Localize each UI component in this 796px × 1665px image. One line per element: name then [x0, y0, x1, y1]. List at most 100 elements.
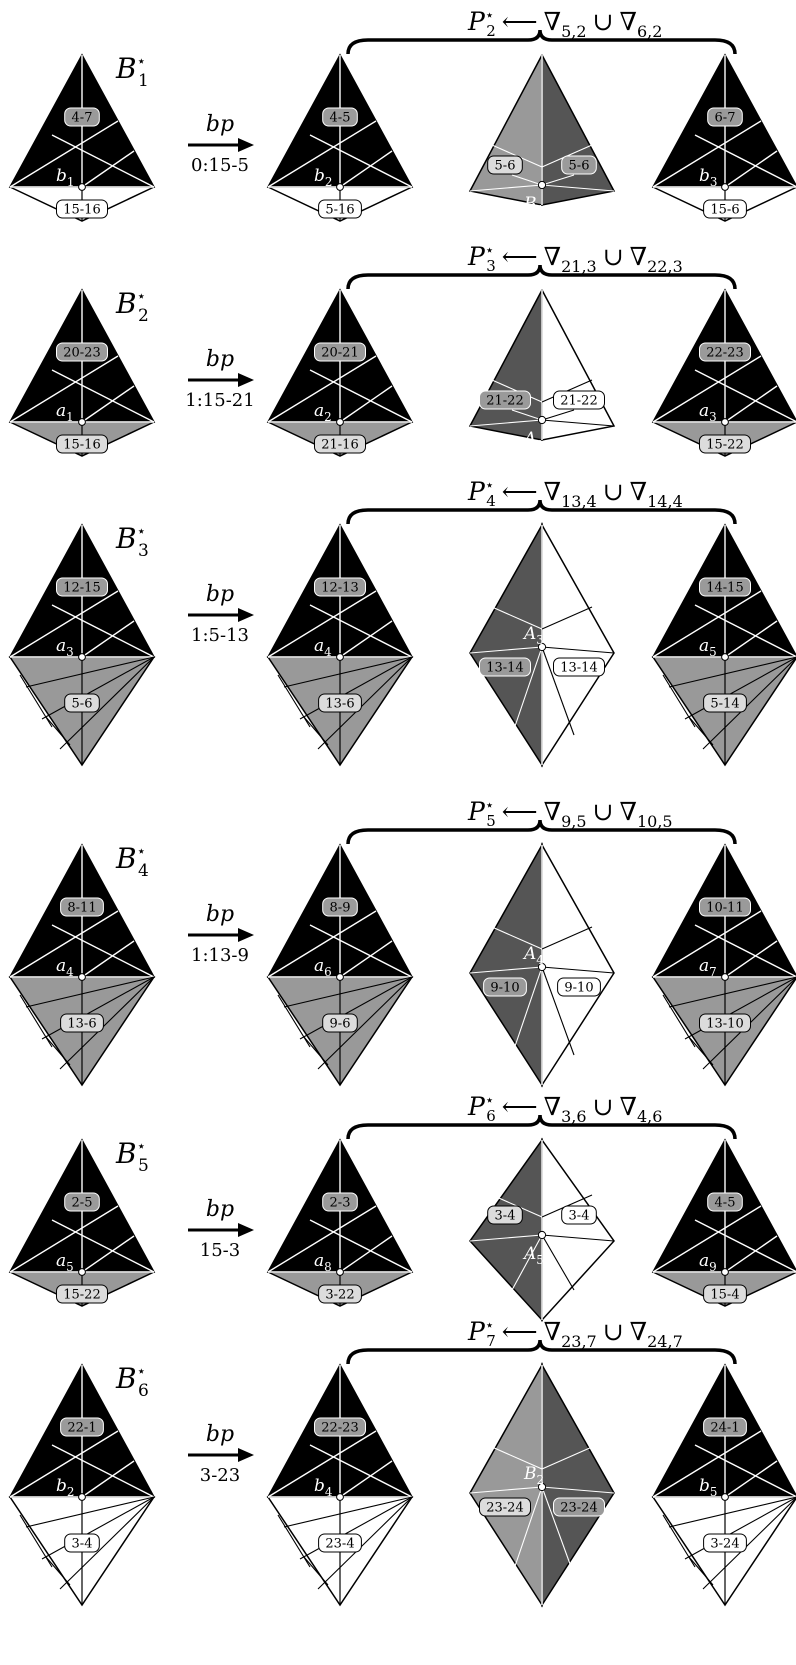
left-polytope-bottom-label-box — [56, 1284, 108, 1304]
bstar-label: B⋆6 — [115, 1362, 149, 1401]
middle-polytope-node-label-base: a — [314, 636, 324, 656]
left-polytope-upper-edge — [9, 1205, 119, 1273]
center-kite-node-label-base: B — [523, 1464, 537, 1484]
middle-polytope-node-label: a8 — [314, 1251, 332, 1274]
middle-polytope-node-label-base: a — [314, 956, 324, 976]
center-kite-node-label-base: A — [522, 429, 536, 449]
middle-polytope-node-label: b4 — [314, 1476, 332, 1499]
center-kite-right-edge — [541, 1446, 593, 1470]
middle-polytope: b24-55-16 — [266, 53, 414, 222]
row-header-text: P⋆2⟵∇5,2∪∇6,2 — [467, 6, 662, 41]
center-kite-node-label: A5 — [522, 1244, 544, 1267]
center-kite-left-edge — [469, 184, 543, 192]
left-polytope-fan-edge — [45, 716, 71, 746]
left-polytope-upper-edge — [9, 910, 119, 978]
middle-polytope-top-label-box — [314, 577, 366, 597]
left-polytope-top-label-text: 8-11 — [67, 901, 96, 916]
center-kite-left-half — [468, 289, 543, 441]
right-polytope-bottom-label-text: 15-22 — [706, 438, 743, 453]
left-polytope-upper-edge — [9, 120, 119, 188]
right-polytope-node-label-base: a — [699, 956, 709, 976]
center-kite-left-label-text: 13-14 — [486, 661, 523, 676]
center-kite-node-label-sub: 3 — [536, 633, 544, 647]
bp-arrow-top: bp — [206, 1422, 234, 1447]
center-kite-right-label-text: 3-4 — [569, 1209, 590, 1224]
row-header-text: P⋆3⟵∇21,3∪∇22,3 — [467, 241, 683, 276]
middle-polytope-top-label-box — [314, 1417, 366, 1437]
left-polytope-node-label-base: b — [56, 166, 67, 186]
center-kite-node-label-sub: 1 — [536, 438, 544, 452]
middle-polytope-top-label-text: 2-3 — [330, 1196, 351, 1211]
bstar-label: B⋆5 — [115, 1137, 149, 1176]
middle-polytope: a82-33-22 — [266, 1138, 414, 1307]
middle-polytope-upper-edge — [339, 385, 393, 423]
row-header-brace — [346, 1339, 737, 1365]
center-kite-left-label: 9-10 — [483, 977, 527, 997]
right-polytope-node-label-base: a — [699, 401, 709, 421]
left-polytope-node-dot — [78, 973, 86, 981]
left-polytope-upper-edge — [81, 1235, 135, 1273]
bp-arrow: bp1:15-21 — [185, 347, 254, 411]
middle-polytope-node-label: a6 — [314, 956, 332, 979]
right-polytope-upper-edge — [652, 355, 762, 423]
left-polytope-bottom-label-box — [56, 199, 108, 219]
middle-polytope-fan-edge — [299, 976, 413, 1040]
middle-polytope-fan-edge — [277, 674, 311, 728]
center-kite-right-half — [541, 842, 615, 1088]
center-kite-left-edge — [469, 646, 543, 654]
center-kite-node-label-sub: 5 — [536, 1253, 544, 1267]
center-kite-left-edge — [511, 409, 543, 421]
center-kite-left-label-box — [483, 977, 527, 997]
middle-polytope-node-label-base: a — [314, 1251, 324, 1271]
right-polytope-node-dot — [721, 1268, 729, 1276]
left-polytope-node-label: a4 — [56, 956, 74, 979]
bp-arrow-bottom: 0:15-5 — [191, 155, 249, 176]
center-kite-node-dot — [537, 180, 547, 190]
right-polytope-node-label-base: b — [699, 166, 710, 186]
left-polytope-node-label-base: a — [56, 401, 66, 421]
center-kite-right-label: 21-22 — [553, 390, 605, 410]
left-polytope-upper-edge — [51, 1219, 155, 1273]
right-polytope-top-label: 24-1 — [703, 1417, 747, 1437]
left-polytope-bottom-label: 15-16 — [56, 199, 108, 219]
right-polytope-node-dot — [721, 418, 729, 426]
left-polytope-top-label-text: 12-15 — [63, 581, 100, 596]
left-polytope-node-dot — [78, 418, 86, 426]
center-kite-right-label-text: 21-22 — [560, 394, 597, 409]
middle-polytope-node-dot — [336, 418, 344, 426]
middle-polytope-upper-edge — [339, 620, 393, 658]
bp-arrow: bp3-23 — [188, 1422, 254, 1486]
middle-polytope-fan-edge — [303, 1556, 329, 1586]
left-polytope-node-label: a3 — [56, 636, 74, 659]
center-kite-right-edge — [541, 646, 575, 736]
row-header-text: P⋆6⟵∇3,6∪∇4,6 — [467, 1091, 662, 1126]
right-polytope-top-label-box — [699, 897, 751, 917]
center-kite-right-edge — [541, 419, 615, 427]
left-polytope: a52-515-22 — [8, 1138, 156, 1307]
left-polytope-bottom-label: 15-16 — [56, 434, 108, 454]
center-kite-right-label: 3-4 — [561, 1205, 597, 1225]
right-polytope-node-label: b3 — [699, 166, 717, 189]
left-polytope-bottom-label-text: 5-6 — [72, 697, 93, 712]
center-kite-left-edge — [469, 1234, 543, 1242]
left-polytope-node-dot — [78, 1493, 86, 1501]
center-kite-left-label: 13-14 — [479, 657, 531, 677]
right-polytope-fan-edge — [688, 1036, 714, 1066]
middle-polytope-upper-edge — [267, 1430, 377, 1498]
middle-polytope-node-label-sub: 8 — [324, 1260, 332, 1274]
center-kite-left-label-box — [479, 657, 531, 677]
middle-polytope-bottom-label: 9-6 — [322, 1013, 358, 1033]
center-kite-left-label: 5-6 — [487, 155, 523, 175]
left-polytope-bottom-label-box — [64, 1533, 100, 1553]
middle-polytope-fan-edge — [283, 656, 413, 688]
bp-arrow-head — [238, 1448, 254, 1462]
right-polytope-fan-edge — [688, 1556, 714, 1586]
left-polytope-top-label: 4-7 — [64, 107, 100, 127]
